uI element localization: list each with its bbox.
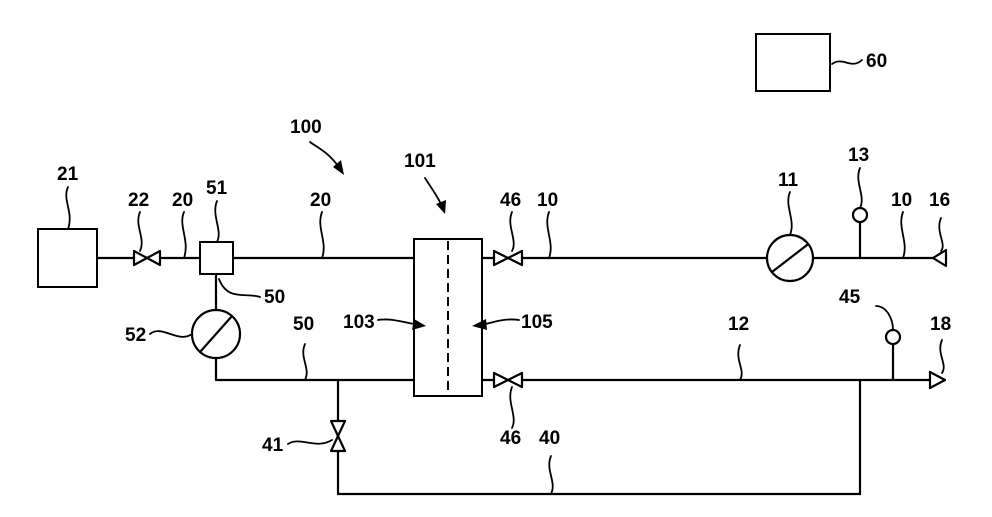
label-20-left: 20 xyxy=(172,190,193,211)
heat-exchanger xyxy=(414,239,482,396)
tank-box xyxy=(38,229,97,287)
label-22: 22 xyxy=(128,190,149,211)
inlet-16-triangle xyxy=(933,250,946,266)
label-10-left: 10 xyxy=(537,190,558,211)
label-11: 11 xyxy=(778,170,799,191)
sensor-13-symbol xyxy=(853,208,867,258)
label-41: 41 xyxy=(262,435,284,456)
valve-46-top-symbol xyxy=(494,251,522,265)
label-50-lower: 50 xyxy=(293,314,314,335)
system-arrow xyxy=(310,142,344,175)
sensor-45-symbol xyxy=(886,330,900,380)
pump-52-symbol xyxy=(192,310,240,358)
label-103: 103 xyxy=(343,312,375,333)
label-40: 40 xyxy=(539,428,560,449)
label-12: 12 xyxy=(728,314,749,335)
label-100: 100 xyxy=(290,117,322,138)
valve-41-symbol xyxy=(331,421,345,451)
label-105: 105 xyxy=(521,312,553,333)
label-20-right: 20 xyxy=(310,190,331,211)
label-46-bottom: 46 xyxy=(500,428,521,449)
controller-box xyxy=(756,34,830,91)
label-13: 13 xyxy=(848,145,869,166)
label-21: 21 xyxy=(57,164,79,185)
label-18: 18 xyxy=(930,314,951,335)
outlet-18-triangle xyxy=(930,372,945,388)
exchanger-arrow xyxy=(425,178,446,214)
pump-11-symbol xyxy=(767,235,813,281)
label-50-upper: 50 xyxy=(264,287,285,308)
label-51: 51 xyxy=(206,178,228,199)
label-46-top: 46 xyxy=(500,190,521,211)
valve-46-bottom-symbol xyxy=(494,373,522,387)
label-10-right: 10 xyxy=(891,190,912,211)
label-60: 60 xyxy=(866,51,887,72)
label-16: 16 xyxy=(929,190,950,211)
label-52: 52 xyxy=(125,325,146,346)
junction-box xyxy=(200,242,233,274)
valve-22-symbol xyxy=(134,251,160,265)
label-45: 45 xyxy=(839,287,861,308)
label-101: 101 xyxy=(404,151,436,172)
